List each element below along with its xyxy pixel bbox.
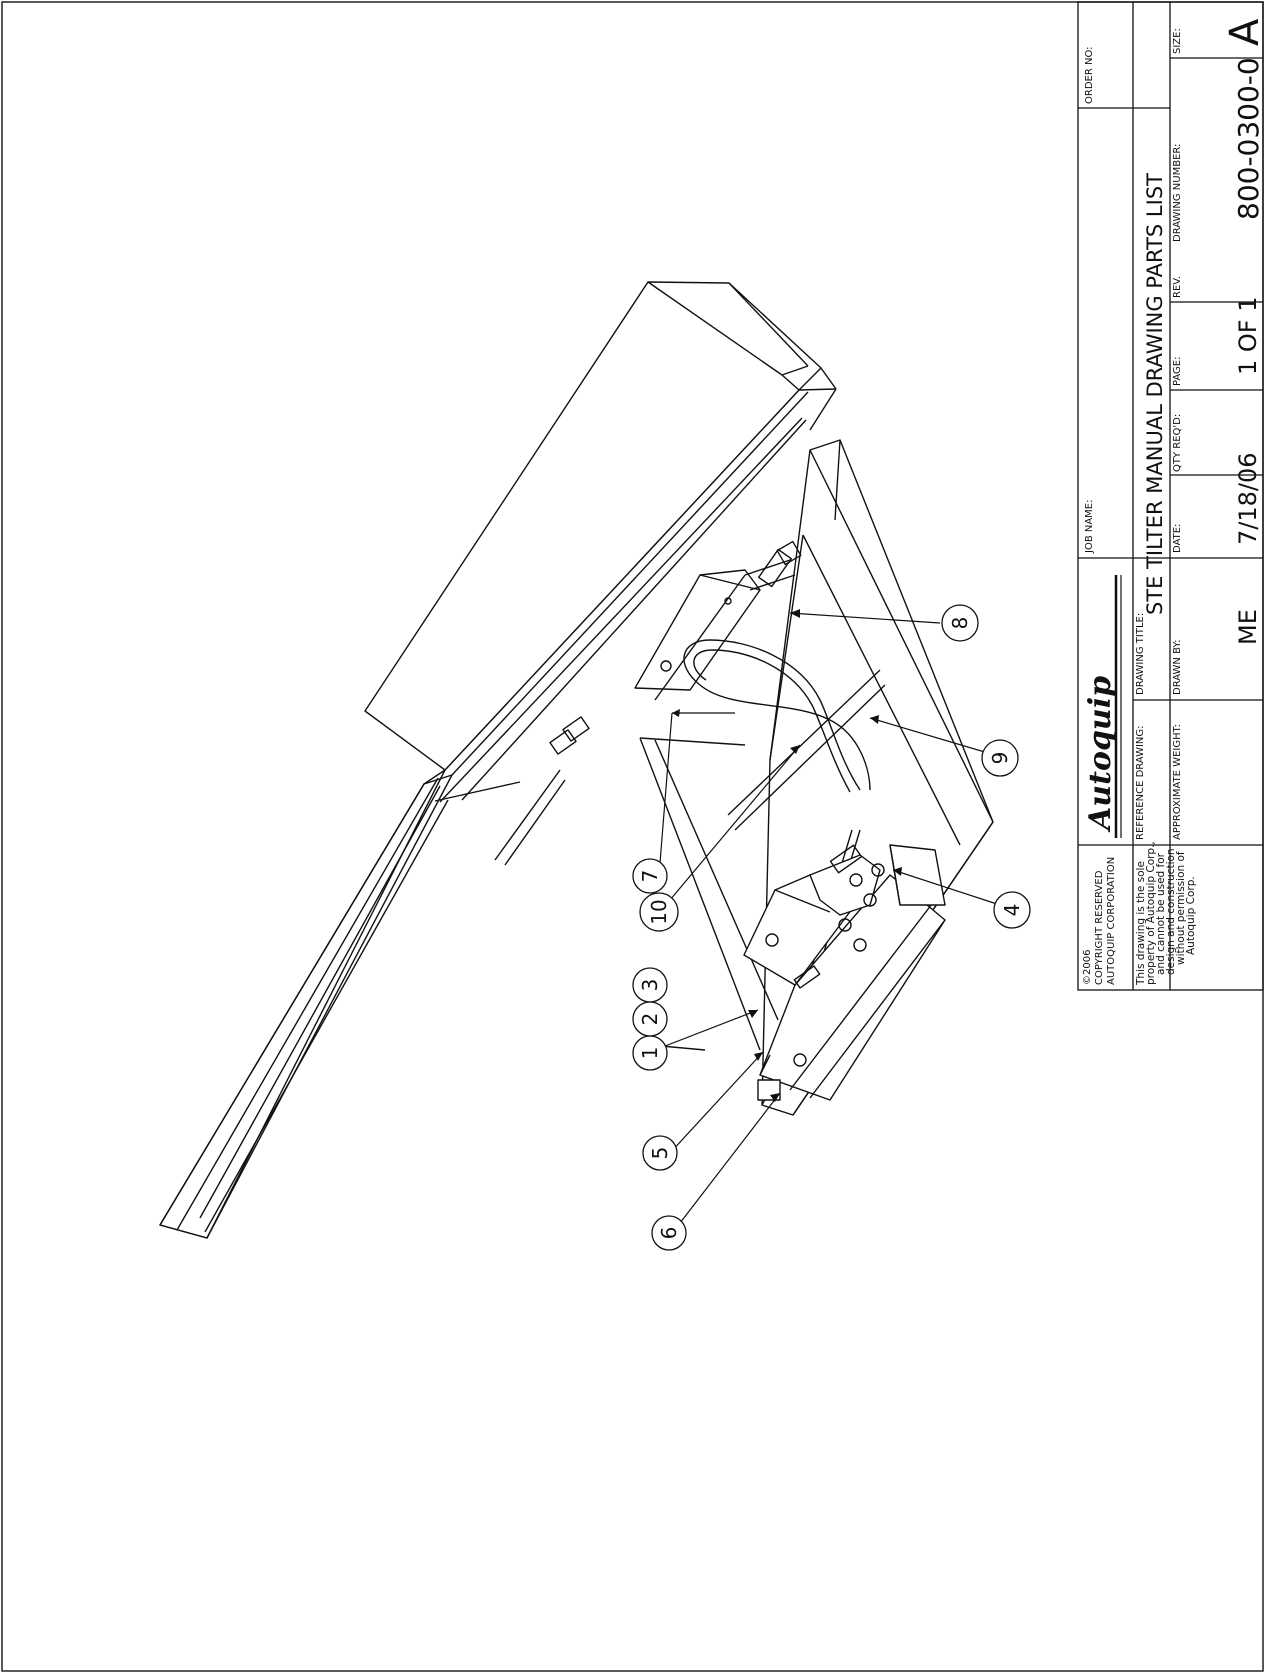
title-block xyxy=(1077,1,1264,991)
leader-4 xyxy=(892,869,1001,906)
drawing-title-label: DRAWING TITLE: xyxy=(1135,613,1146,695)
callout-balloons: 1 2 3 4 5 6 7 8 xyxy=(632,604,1031,1251)
note-line-4: design and construction xyxy=(1165,848,1177,975)
note-line-6: Autoquip Corp. xyxy=(1185,876,1197,955)
balloon-9-label: 9 xyxy=(988,752,1012,765)
balloon-4-label: 4 xyxy=(1000,904,1024,917)
balloon-1-label: 1 xyxy=(638,1047,662,1060)
balloon-3-label: 3 xyxy=(638,979,662,992)
balloon-1: 1 xyxy=(632,1035,668,1071)
page-label: PAGE: xyxy=(1172,357,1183,387)
power-unit xyxy=(743,844,946,1101)
date-value: 7/18/06 xyxy=(1234,452,1262,545)
balloon-2: 2 xyxy=(632,1001,668,1037)
reference-drawing-label: REFERENCE DRAWING: xyxy=(1135,725,1146,840)
copyright-line: COPYRIGHT RESERVED xyxy=(1094,870,1105,985)
leader-5 xyxy=(669,1051,764,1154)
balloon-3: 3 xyxy=(632,967,668,1003)
note-line-1: This drawing is the sole xyxy=(1135,861,1147,986)
balloon-5-label: 5 xyxy=(648,1147,672,1160)
balloon-10: 10 xyxy=(639,892,679,932)
balloon-5: 5 xyxy=(642,1135,678,1171)
autoquip-logo: Autoquip xyxy=(1083,676,1118,833)
copyright-year: ©2006 xyxy=(1082,950,1093,985)
drawn-by-label: DRAWN BY: xyxy=(1172,639,1183,695)
balloon-9: 9 xyxy=(981,739,1019,777)
balloon-8-label: 8 xyxy=(948,617,972,630)
leader-6 xyxy=(679,1092,781,1224)
leader-lines xyxy=(659,609,1001,1224)
size-value: A xyxy=(1222,18,1265,46)
balloon-7-label: 7 xyxy=(638,870,662,883)
note-line-5: without permission of xyxy=(1175,851,1187,965)
drawn-by-value: ME xyxy=(1234,609,1262,645)
leader-7a xyxy=(659,712,673,864)
drawing-number-label: DRAWING NUMBER: xyxy=(1172,144,1183,242)
leader-10 xyxy=(669,744,801,901)
size-label: SIZE: xyxy=(1172,28,1183,54)
approximate-weight-label: APPROXIMATE WEIGHT: xyxy=(1172,724,1183,840)
job-name-label: JOB NAME: xyxy=(1084,500,1095,555)
date-label: DATE: xyxy=(1172,524,1183,553)
qty-reqd-label: QTY REQ'D: xyxy=(1172,414,1183,472)
balloon-6: 6 xyxy=(651,1215,687,1251)
tilt-platform xyxy=(159,281,837,1239)
note-line-2: property of Autoquip Corp., xyxy=(1145,841,1157,985)
rev-label: REV. xyxy=(1172,276,1183,298)
drawing-number-value: 800-0300-0 xyxy=(1232,57,1265,220)
leader-9 xyxy=(869,717,989,754)
drawing-title: STE TILTER MANUAL DRAWING PARTS LIST xyxy=(1143,173,1167,615)
title-block-text: ORDER NO: JOB NAME: Autoquip ©2006 COPYR… xyxy=(1082,18,1265,986)
assembly-drawing xyxy=(159,281,994,1239)
note-line-3: and cannot be used for xyxy=(1155,852,1167,975)
balloon-6-label: 6 xyxy=(657,1227,681,1240)
balloon-4: 4 xyxy=(993,891,1031,929)
order-no-label: ORDER NO: xyxy=(1084,46,1095,104)
balloon-10-label: 10 xyxy=(647,899,671,924)
copyright-company: AUTOQUIP CORPORATION xyxy=(1106,857,1117,985)
leader-8 xyxy=(789,612,941,624)
hydraulic-cylinder xyxy=(549,540,802,755)
balloon-7: 7 xyxy=(632,858,668,894)
page-value: 1 OF 1 xyxy=(1234,297,1262,376)
balloon-8: 8 xyxy=(941,604,979,642)
leader-1 xyxy=(659,1009,759,1049)
balloon-2-label: 2 xyxy=(638,1013,662,1026)
